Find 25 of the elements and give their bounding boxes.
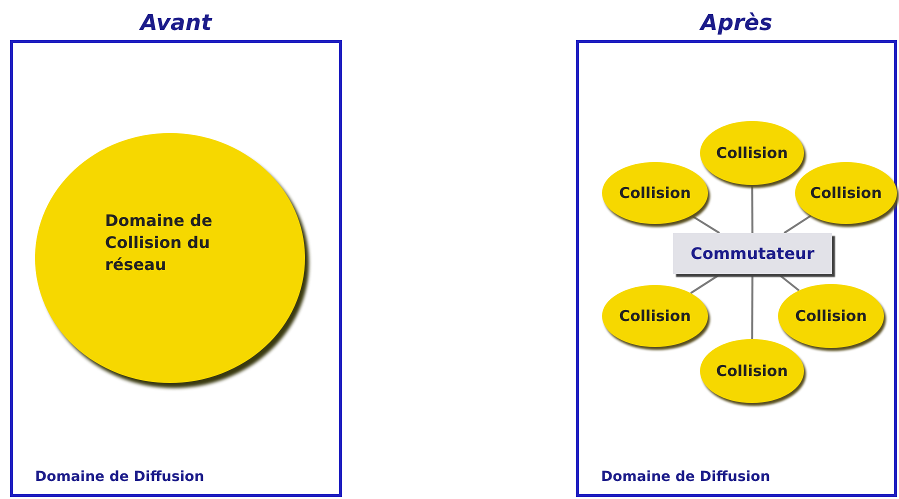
connector-line bbox=[690, 273, 722, 294]
connector-line bbox=[751, 274, 754, 339]
collision-label: Collision bbox=[619, 182, 691, 204]
connector-line bbox=[784, 214, 812, 234]
domain-label: Domaine de Diffusion bbox=[35, 468, 204, 487]
connector-line bbox=[778, 273, 800, 292]
collision-ellipse bbox=[602, 162, 708, 224]
connector-line bbox=[690, 214, 720, 234]
circle-label: Domaine de Collision du réseau bbox=[105, 210, 214, 276]
collision-ellipse bbox=[602, 285, 708, 347]
collision-ellipse bbox=[778, 284, 884, 348]
switch-label: Commutateur bbox=[690, 242, 814, 264]
panel-heading: Avant bbox=[138, 10, 214, 38]
domain-label: Domaine de Diffusion bbox=[601, 468, 770, 487]
collision-label: Collision bbox=[619, 306, 691, 327]
collision-label: Collision bbox=[716, 360, 788, 382]
collision-ellipse bbox=[700, 339, 804, 403]
panel-heading: Après bbox=[698, 10, 774, 38]
collision-label: Collision bbox=[810, 182, 882, 204]
connector-line bbox=[751, 185, 754, 233]
collision-label: Collision bbox=[716, 142, 788, 164]
collision-ellipse bbox=[795, 162, 897, 224]
collision-ellipse bbox=[700, 121, 804, 185]
switch-box bbox=[673, 233, 832, 274]
collision-label: Collision bbox=[795, 306, 867, 327]
